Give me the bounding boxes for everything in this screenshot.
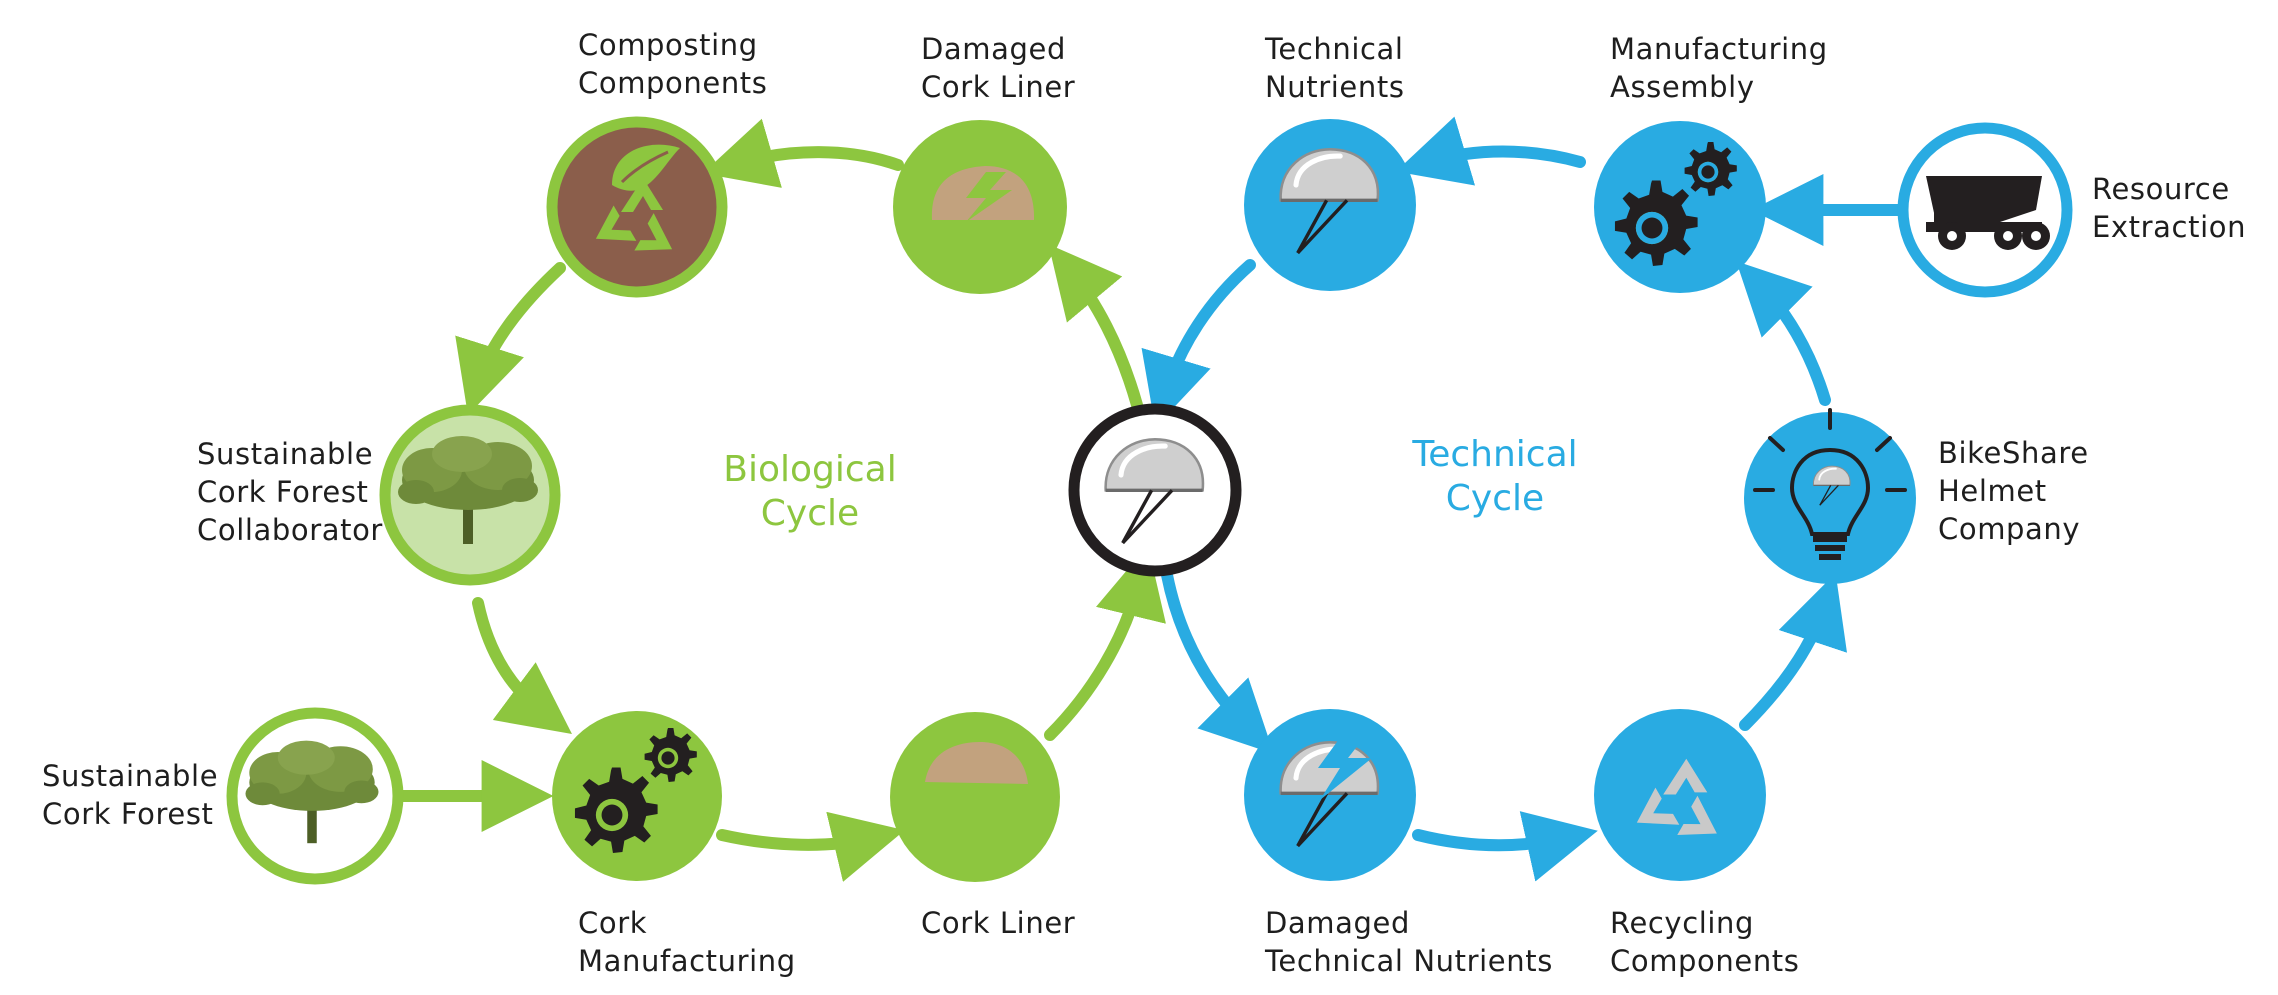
node-damaged-cork-liner <box>893 120 1067 294</box>
node-cork-liner <box>890 712 1060 882</box>
node-sustainable-cork-forest <box>226 707 404 885</box>
node-helmet <box>1068 403 1242 577</box>
damaged-helmet-icon <box>1281 735 1378 846</box>
node-bikeshare <box>1744 408 1916 584</box>
node-collaborator <box>379 404 561 586</box>
gears-icon <box>1614 142 1737 266</box>
label-cork-liner: Cork Liner <box>921 906 1076 940</box>
biological-cycle-arrows <box>397 118 1166 882</box>
label-bikeshare: BikeShare Helmet Company <box>1938 436 2089 546</box>
lightbulb-icon <box>1753 408 1907 560</box>
arrow-technical-nutrients-to-helmet <box>1141 259 1256 428</box>
cork-liner-icon <box>925 742 1028 784</box>
label-recycling: Recycling Components <box>1610 906 1800 978</box>
node-composting <box>546 116 728 298</box>
node-damaged-technical <box>1244 709 1416 881</box>
arrow-cork-manufacturing-to-liner <box>716 811 905 882</box>
arrow-manufacturing-to-technical-nutrients <box>1395 116 1586 186</box>
label-collaborator: Sustainable Cork Forest Collaborator <box>197 437 383 547</box>
arrow-bikeshare-to-manufacturing <box>1736 261 1831 406</box>
arrow-collaborator-to-cork-manufacturing <box>472 597 572 735</box>
arrow-helmet-to-damaged-liner <box>1048 244 1143 411</box>
label-cork-manufacturing: Cork Manufacturing <box>578 906 796 978</box>
arrow-damaged-liner-to-composting <box>702 118 904 188</box>
label-sustainable-cork-forest: Sustainable Cork Forest <box>42 759 219 831</box>
label-composting: Composting Components <box>578 28 768 100</box>
node-cork-manufacturing <box>552 711 722 881</box>
arrow-composting-to-collaborator <box>455 262 566 416</box>
label-technical-nutrients: Technical Nutrients <box>1265 32 1405 104</box>
label-damaged-technical: Damaged Technical Nutrients <box>1265 906 1553 978</box>
arrow-recycling-to-bikeshare <box>1739 573 1847 731</box>
node-resource-extraction <box>1897 122 2073 298</box>
arrow-helmet-to-damaged-technical <box>1161 569 1274 754</box>
biological-cycle-title: Biological Cycle <box>723 449 897 534</box>
label-damaged-cork-liner: Damaged Cork Liner <box>921 32 1076 104</box>
dump-truck-icon <box>1926 176 2050 250</box>
technical-cycle-title: Technical Cycle <box>1412 434 1578 519</box>
compost-recycle-icon <box>585 144 684 267</box>
technical-cycle-arrows <box>1141 116 1904 882</box>
label-resource-extraction: Resource Extraction <box>2092 172 2247 244</box>
node-manufacturing-assembly <box>1594 121 1766 293</box>
arrow-liner-to-helmet <box>1044 545 1166 741</box>
arrow-damaged-technical-to-recycling <box>1412 811 1598 882</box>
node-recycling <box>1594 709 1766 881</box>
node-technical-nutrients <box>1244 119 1416 291</box>
label-manufacturing-assembly: Manufacturing Assembly <box>1610 32 1828 104</box>
damaged-cork-icon <box>931 166 1035 222</box>
